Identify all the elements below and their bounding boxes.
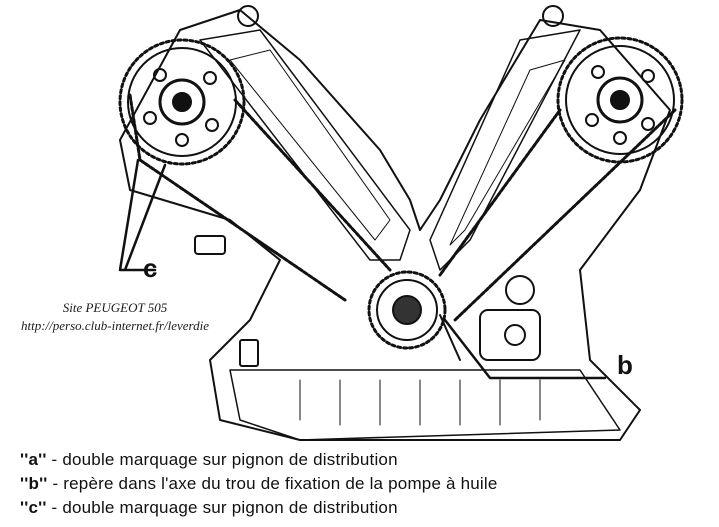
oil-pump <box>479 275 541 361</box>
left-lifting-eye <box>237 5 259 27</box>
legend-text-c: - double marquage sur pignon de distribu… <box>46 498 398 517</box>
right-timing-chain <box>438 108 677 322</box>
sump-ribs <box>299 379 541 426</box>
left-bank-inner <box>229 49 391 241</box>
legend-text-b: - repère dans l'axe du trou de fixation … <box>47 474 498 493</box>
left-cylinder-bank <box>199 29 411 261</box>
callout-c-leader <box>118 158 167 272</box>
legend-key-b: ''b'' <box>20 474 48 493</box>
timing-mark-arrow <box>439 314 461 361</box>
legend-item-b: ''b'' - repère dans l'axe du trou de fix… <box>20 474 498 494</box>
legend-text-a: - double marquage sur pignon de distribu… <box>46 450 398 469</box>
left-timing-chain <box>128 93 392 302</box>
legend-key-c: ''c'' <box>20 498 47 517</box>
callout-b-leader <box>443 318 607 380</box>
right-lifting-eye <box>542 5 564 27</box>
callout-c-label: c <box>143 253 158 283</box>
site-credit-url: http://perso.club-internet.fr/leverdie <box>21 318 209 333</box>
legend-item-a: ''a'' - double marquage sur pignon de di… <box>20 450 398 470</box>
callout-b-label: b <box>617 350 633 380</box>
right-camshaft-sprocket <box>556 36 684 164</box>
right-cylinder-bank <box>429 29 581 271</box>
legend-item-c: ''c'' - double marquage sur pignon de di… <box>20 498 398 518</box>
left-sensor <box>194 235 226 255</box>
right-bank-inner <box>449 59 566 246</box>
oil-sump <box>229 369 621 441</box>
site-credit-line1: Site PEUGEOT 505 <box>62 300 168 315</box>
engine-block-outline <box>119 9 671 441</box>
legend-key-a: ''a'' <box>20 450 47 469</box>
crankshaft-sprocket <box>367 270 447 350</box>
bottom-left-fitting <box>239 339 259 367</box>
